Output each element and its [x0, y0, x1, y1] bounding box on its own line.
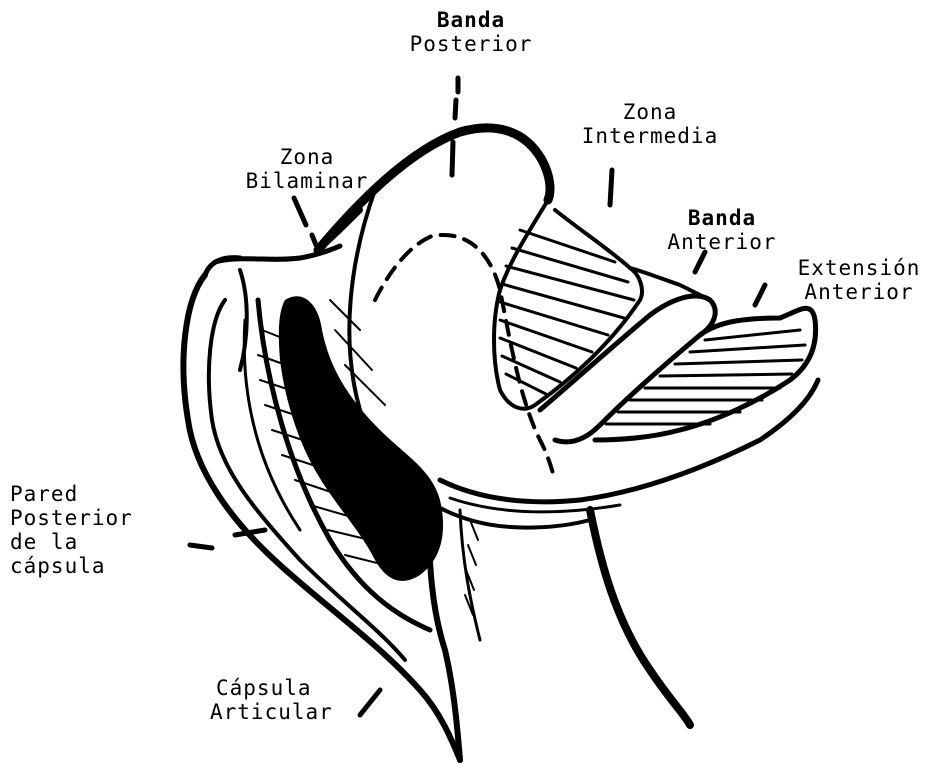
leader-zona-intermedia: [610, 170, 612, 205]
label-pared-posterior-line2: Posterior: [10, 506, 190, 530]
label-capsula-articular-line2: Articular: [210, 700, 360, 724]
leader-banda-anterior: [695, 252, 705, 272]
label-zona-bilaminar-line2: Bilaminar: [232, 169, 382, 193]
leader-extension-anterior: [755, 285, 765, 305]
leader-pared-posterior: [190, 545, 212, 548]
label-banda-posterior: Banda Posterior: [396, 8, 546, 56]
label-pared-posterior: Pared Posterior de la cápsula: [10, 482, 190, 578]
label-banda-posterior-line1: Banda: [396, 8, 546, 32]
label-banda-anterior: Banda Anterior: [652, 206, 792, 254]
label-extension-anterior-line2: Anterior: [782, 280, 936, 304]
label-extension-anterior: Extensión Anterior: [782, 256, 936, 304]
articular-eminence: [590, 510, 690, 725]
label-banda-anterior-line2: Anterior: [652, 230, 792, 254]
label-zona-intermedia-line2: Intermedia: [570, 124, 730, 148]
label-zona-intermedia: Zona Intermedia: [570, 100, 730, 148]
intermediate-zone-outline: [494, 200, 642, 409]
label-pared-posterior-line3: de la: [10, 530, 190, 554]
leader-zona-bilaminar: [294, 198, 306, 225]
label-zona-bilaminar-line1: Zona: [232, 145, 382, 169]
label-banda-posterior-line2: Posterior: [396, 32, 546, 56]
label-capsula-articular-line1: Cápsula: [210, 676, 360, 700]
label-pared-posterior-line1: Pared: [10, 482, 190, 506]
leader-capsula-articular: [360, 690, 380, 715]
label-zona-bilaminar: Zona Bilaminar: [232, 145, 382, 193]
label-capsula-articular: Cápsula Articular: [210, 676, 360, 724]
label-extension-anterior-line1: Extensión: [782, 256, 936, 280]
label-pared-posterior-line4: cápsula: [10, 554, 190, 578]
label-zona-intermedia-line1: Zona: [570, 100, 730, 124]
anterior-extension-hatching: [606, 330, 805, 424]
label-banda-anterior-line1: Banda: [652, 206, 792, 230]
